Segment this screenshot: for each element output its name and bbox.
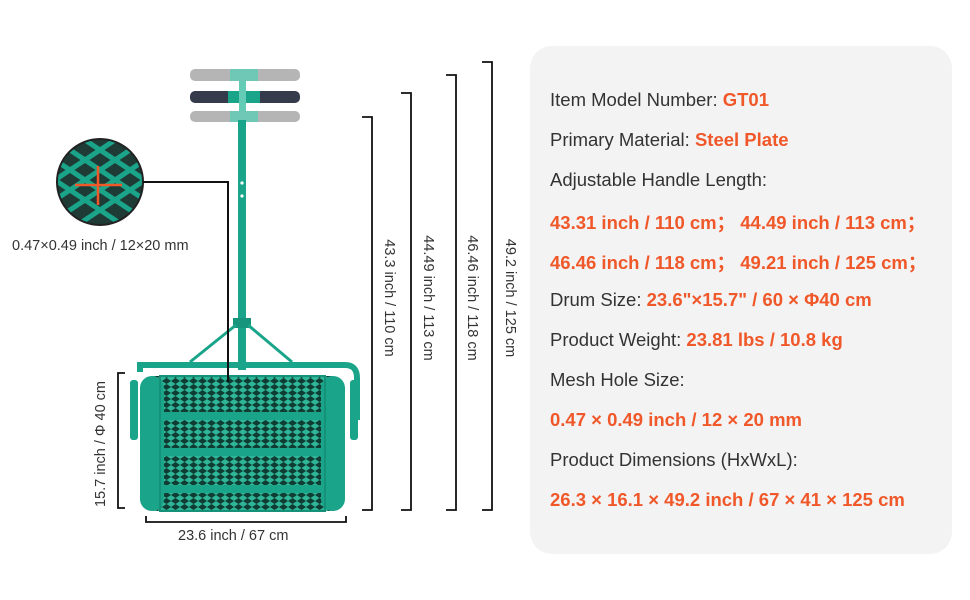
weight-row: Product Weight: 23.81 lbs / 10.8 kg — [550, 329, 843, 351]
handle-shaft — [189, 81, 293, 370]
drum-width-label: 23.6 inch / 67 cm — [178, 528, 289, 544]
handle-length-118-label: 46.46 inch / 118 cm — [464, 235, 480, 361]
material-value: Steel Plate — [694, 129, 789, 150]
drum — [130, 362, 360, 512]
mesh-size-value: 0.47 × 0.49 inch / 12 × 20 mm — [550, 409, 802, 430]
dimensions-value: 26.3 × 16.1 × 49.2 inch / 67 × 41 × 125 … — [550, 489, 905, 510]
handle-length-values-2: 46.46 inch / 118 cm； 49.21 inch / 125 cm… — [550, 252, 927, 273]
handle-length-values-1: 43.31 inch / 110 cm； 44.49 inch / 113 cm… — [550, 212, 926, 233]
dimension-brackets — [117, 61, 493, 523]
drum-size-row: Drum Size: 23.6"×15.7" / 60 × Φ40 cm — [550, 289, 872, 311]
product-illustration — [56, 61, 493, 523]
drum-size-value: 23.6"×15.7" / 60 × Φ40 cm — [646, 289, 872, 310]
handle-length-row: Adjustable Handle Length: — [550, 169, 767, 191]
handle-length-110-label: 43.3 inch / 110 cm — [381, 239, 397, 357]
material-label: Primary Material: — [550, 129, 690, 150]
mesh-size-row: Mesh Hole Size: — [550, 369, 685, 391]
handle-length-125-label: 49.2 inch / 125 cm — [502, 238, 518, 358]
dimensions-row: Product Dimensions (HxWxL): — [550, 449, 798, 471]
model-number-label: Item Model Number: — [550, 89, 718, 110]
handle-length-label: Adjustable Handle Length: — [550, 169, 768, 190]
model-number-value: GT01 — [722, 89, 770, 110]
handle-grips — [190, 69, 300, 122]
weight-value: 23.81 lbs / 10.8 kg — [686, 329, 843, 350]
weight-label: Product Weight: — [550, 329, 682, 350]
dimensions-label: Product Dimensions (HxWxL): — [550, 449, 798, 470]
mesh-size-callout-label: 0.47×0.49 inch / 12×20 mm — [12, 238, 189, 254]
spec-card — [530, 46, 952, 554]
material-row: Primary Material: Steel Plate — [550, 129, 789, 151]
drum-height-label: 15.7 inch / Φ 40 cm — [93, 380, 109, 508]
handle-length-113-label: 44.49 inch / 113 cm — [420, 235, 436, 361]
mesh-size-label: Mesh Hole Size: — [550, 369, 685, 390]
drum-size-label: Drum Size: — [550, 289, 642, 310]
model-number-row: Item Model Number: GT01 — [550, 89, 769, 111]
